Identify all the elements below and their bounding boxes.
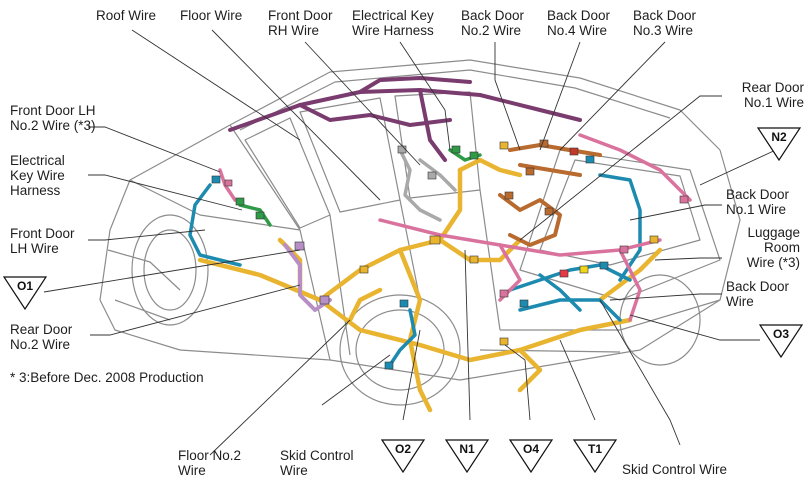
marker-o3: O3: [758, 324, 804, 359]
marker-o1-label: O1: [17, 279, 33, 293]
marker-o2: O2: [380, 439, 426, 474]
lavender-wire-harness: [283, 243, 332, 312]
label-back-door-no4-wire: Back Door No.4 Wire: [547, 8, 611, 38]
marker-o2-label: O2: [395, 442, 411, 456]
label-back-door-no1-wire: Back Door No.1 Wire: [726, 187, 790, 217]
label-floor-wire: Floor Wire: [180, 8, 243, 23]
label-back-door-wire: Back Door Wire: [726, 279, 790, 309]
marker-n1: N1: [444, 439, 490, 474]
label-back-door-no2-wire: Back Door No.2 Wire: [461, 8, 525, 38]
marker-t1-label: T1: [588, 442, 602, 456]
label-electrical-key-wire-harness-left: Electrical Key Wire Harness: [10, 153, 65, 198]
vehicle-body: [99, 59, 741, 406]
orange-brown-wire-harness: [498, 143, 602, 247]
blue-wire-harness: [188, 173, 642, 367]
label-front-door-rh-wire: Front Door RH Wire: [268, 8, 333, 38]
leader-lines: [43, 29, 781, 456]
roof-wire-harness: [228, 76, 582, 162]
label-luggage-room-wire: Luggage Room Wire (*3): [746, 225, 800, 270]
label-electrical-key-wire-harness-top: Electrical Key Wire Harness: [352, 8, 434, 38]
marker-n2: N2: [756, 127, 802, 162]
label-front-door-lh-wire: Front Door LH Wire: [10, 226, 75, 256]
gray-wire-harness: [398, 148, 457, 222]
marker-o4-label: O4: [523, 442, 539, 456]
floor-wire-harness: [197, 157, 663, 413]
pink-wire-harness: [218, 133, 692, 322]
label-skid-control-wire-right: Skid Control Wire: [622, 462, 728, 477]
marker-o1: O1: [2, 276, 48, 311]
label-floor-no2-wire: Floor No.2 Wire: [178, 448, 242, 478]
label-rear-door-no2-wire: Rear Door No.2 Wire: [10, 322, 73, 352]
connectors: [211, 139, 689, 370]
marker-o3-label: O3: [773, 327, 789, 341]
marker-n2-label: N2: [771, 130, 787, 144]
label-back-door-no3-wire: Back Door No.3 Wire: [633, 8, 697, 38]
marker-o4: O4: [508, 439, 554, 474]
label-front-door-lh-no2-wire: Front Door LH No.2 Wire (*3): [10, 103, 96, 133]
label-skid-control-wire-bottom: Skid Control Wire: [280, 448, 354, 478]
marker-t1: T1: [572, 439, 618, 474]
label-rear-door-no1-wire: Rear Door No.1 Wire: [741, 80, 804, 110]
marker-n1-label: N1: [459, 442, 475, 456]
label-roof-wire: Roof Wire: [96, 8, 157, 23]
footnote: * 3:Before Dec. 2008 Production: [10, 370, 204, 385]
